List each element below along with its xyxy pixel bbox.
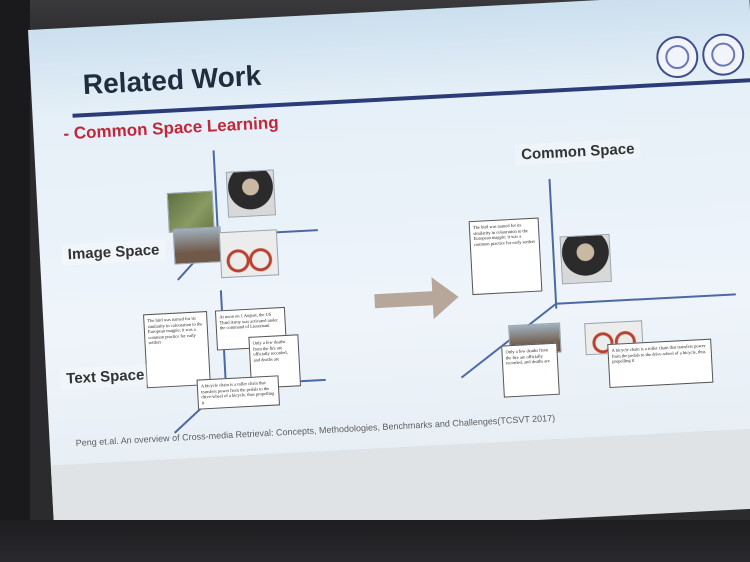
wall-bottom [0, 520, 750, 562]
bicycle-text-document: A bicycle chain is a roller chain that t… [196, 375, 280, 410]
image-space-label: Image Space [61, 239, 166, 266]
transform-arrow-shaft [374, 291, 435, 309]
common-bird-text-document: The bird was named for its similarity in… [468, 217, 543, 296]
university-logo-icon [655, 34, 700, 80]
common-space-x-axis [555, 293, 736, 305]
text-space-label: Text Space [59, 364, 151, 390]
portrait-photo [225, 169, 277, 218]
university-seal-icon [701, 32, 746, 77]
bird-text-document: The bird was named for its similarity in… [143, 311, 211, 389]
slide-subtitle: - Common Space Learning [62, 113, 280, 144]
common-space-y-axis [548, 178, 558, 309]
bicycle-photo [218, 229, 280, 279]
common-space-label: Common Space [514, 138, 641, 166]
common-bicycle-text-document: A bicycle chain is a roller chain that t… [607, 338, 714, 389]
transform-arrow-head-icon [431, 275, 460, 320]
projected-slide: Related Work - Common Space Learning Ima… [28, 0, 750, 546]
building-photo [172, 226, 223, 265]
common-deaths-text-document: Only a few deaths from the fire are offi… [501, 342, 560, 398]
screen-frame [0, 0, 30, 562]
common-portrait-photo [559, 233, 612, 285]
slide-title: Related Work [82, 59, 262, 101]
